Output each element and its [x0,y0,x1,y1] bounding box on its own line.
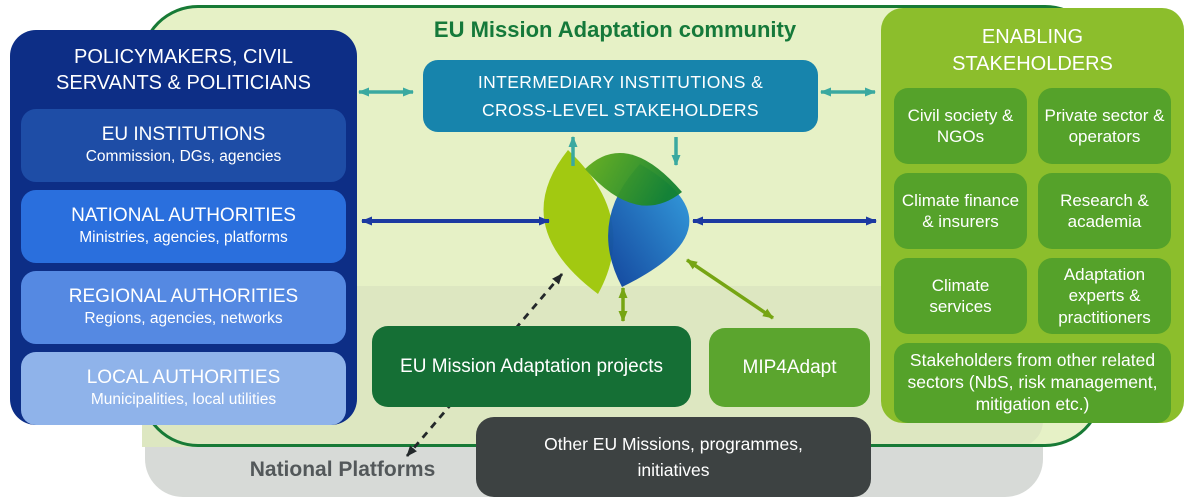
stakeholder-cell-climate-services: Climate services [894,258,1027,334]
box-title: NATIONAL AUTHORITIES [71,205,296,227]
box-title: REGIONAL AUTHORITIES [68,286,299,308]
eu-institutions-box: EU INSTITUTIONS Commission, DGs, agencie… [21,108,346,182]
box-subtitle: Ministries, agencies, platforms [79,229,288,247]
regional-authorities-box: REGIONAL AUTHORITIES Regions, agencies, … [21,270,346,344]
stakeholder-cell-private-sector: Private sector & operators [1038,88,1171,164]
national-platforms-label: National Platforms [249,458,436,481]
intermediary-institutions-box: INTERMEDIARY INSTITUTIONS & CROSS-LEVEL … [423,60,818,132]
box-title: EU INSTITUTIONS [101,124,266,146]
box-subtitle: Municipalities, local utilities [90,391,277,409]
stakeholder-cell-climate-finance: Climate finance & insurers [894,173,1027,249]
box-title: LOCAL AUTHORITIES [86,367,281,389]
stakeholder-cell-civil-society: Civil society & NGOs [894,88,1027,164]
intermediary-line2: CROSS-LEVEL STAKEHOLDERS [481,99,760,120]
enabling-stakeholders-header: ENABLING STAKEHOLDERS [952,26,1113,75]
logo-green-petal [585,152,682,206]
box-subtitle: Commission, DGs, agencies [85,148,282,166]
stakeholder-grid: Civil society & NGOs Private sector & op… [894,88,1171,423]
eu-mission-adaptation-logo [543,150,690,294]
policymakers-panel: POLICYMAKERS, CIVIL SERVANTS & POLITICIA… [10,30,357,425]
policymakers-header: POLICYMAKERS, CIVIL SERVANTS & POLITICIA… [56,46,311,95]
national-authorities-box: NATIONAL AUTHORITIES Ministries, agencie… [21,189,346,263]
logo-lime-petal [543,150,614,294]
other-eu-missions-box: Other EU Missions, programmes, initiativ… [476,417,871,497]
intermediary-line1: INTERMEDIARY INSTITUTIONS & [477,71,764,92]
mission-projects-box: EU Mission Adaptation projects [372,326,691,407]
diagram-title: EU Mission Adaptation community [433,17,797,42]
stakeholder-cell-adaptation-experts: Adaptation experts & practitioners [1038,258,1171,334]
enabling-stakeholders-panel: ENABLING STAKEHOLDERS Civil society & NG… [881,8,1184,423]
local-authorities-box: LOCAL AUTHORITIES Municipalities, local … [21,351,346,425]
box-subtitle: Regions, agencies, networks [84,310,283,328]
mip4adapt-box: MIP4Adapt [709,328,870,407]
stakeholder-cell-other-sectors: Stakeholders from other related sectors … [894,343,1171,423]
stakeholder-cell-research: Research & academia [1038,173,1171,249]
